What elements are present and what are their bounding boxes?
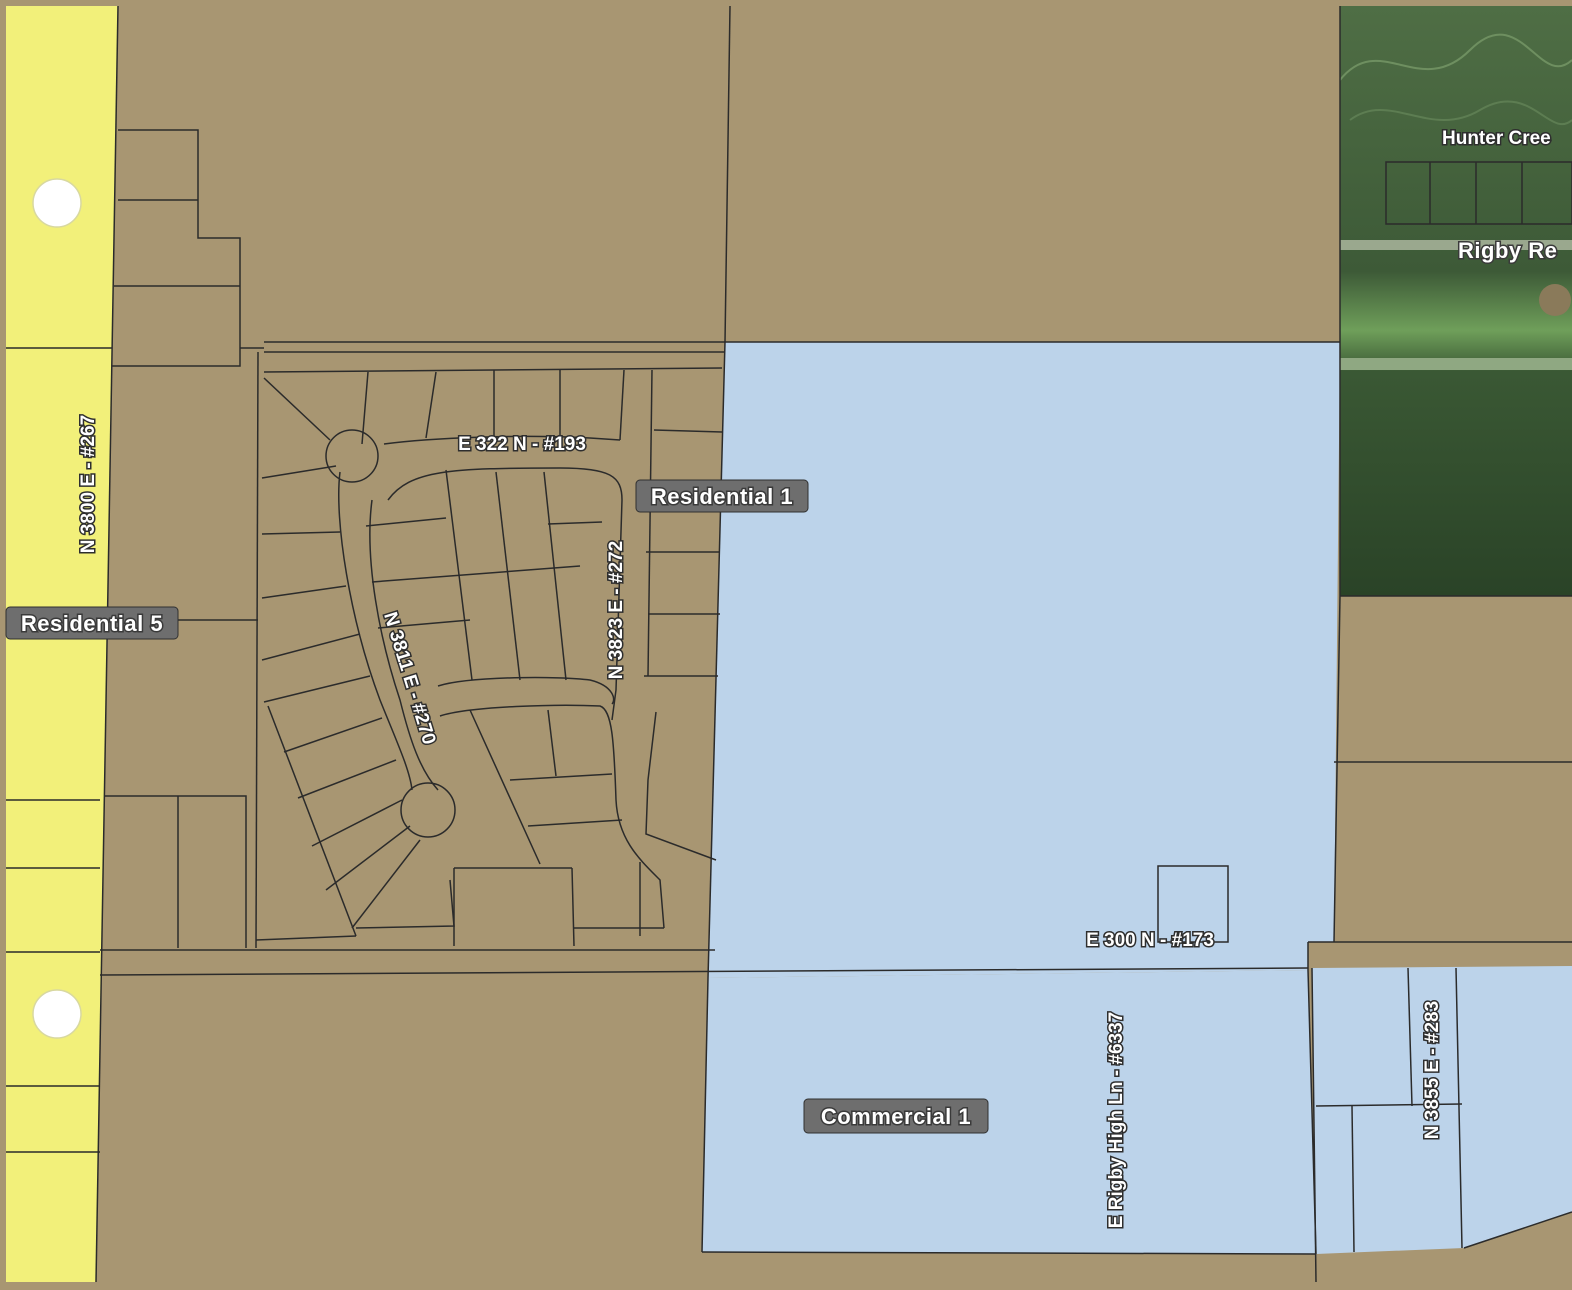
- binder-hole-icon: [32, 989, 82, 1039]
- zone-label-residential-1: Residential 1: [635, 479, 809, 513]
- parcel-lines: [6, 5, 1572, 1283]
- commercial-zone-north: [708, 342, 1340, 978]
- road-label-e322n: E 322 N - #193: [458, 434, 586, 455]
- road-label-n3855e: N 3855 E - #283: [1422, 1001, 1443, 1139]
- residential-5-zone: [6, 6, 118, 1282]
- zone-label-text: Commercial 1: [821, 1104, 971, 1129]
- commercial-zone-east: [1312, 966, 1572, 1254]
- binder-hole-icon: [32, 178, 82, 228]
- zone-label-text: Residential 1: [651, 484, 793, 509]
- commercial-zone-south: [702, 970, 1316, 1254]
- aerial-photo: [1339, 6, 1572, 596]
- area-label-rigby-re: Rigby Re: [1458, 238, 1557, 263]
- zone-label-text: Residential 5: [21, 611, 163, 636]
- road-label-n3800e: N 3800 E - #267: [78, 415, 99, 553]
- zone-label-residential-5: Residential 5: [5, 606, 179, 640]
- area-label-hunter-creek: Hunter Cree: [1442, 128, 1551, 149]
- road-label-e300n: E 300 N - #173: [1086, 930, 1214, 951]
- road-label-n3823e: N 3823 E - #272: [606, 541, 627, 679]
- zone-label-commercial-1: Commercial 1: [803, 1098, 989, 1134]
- road-label-e-rigby-high: E Rigby High Ln - #6337: [1106, 1012, 1127, 1228]
